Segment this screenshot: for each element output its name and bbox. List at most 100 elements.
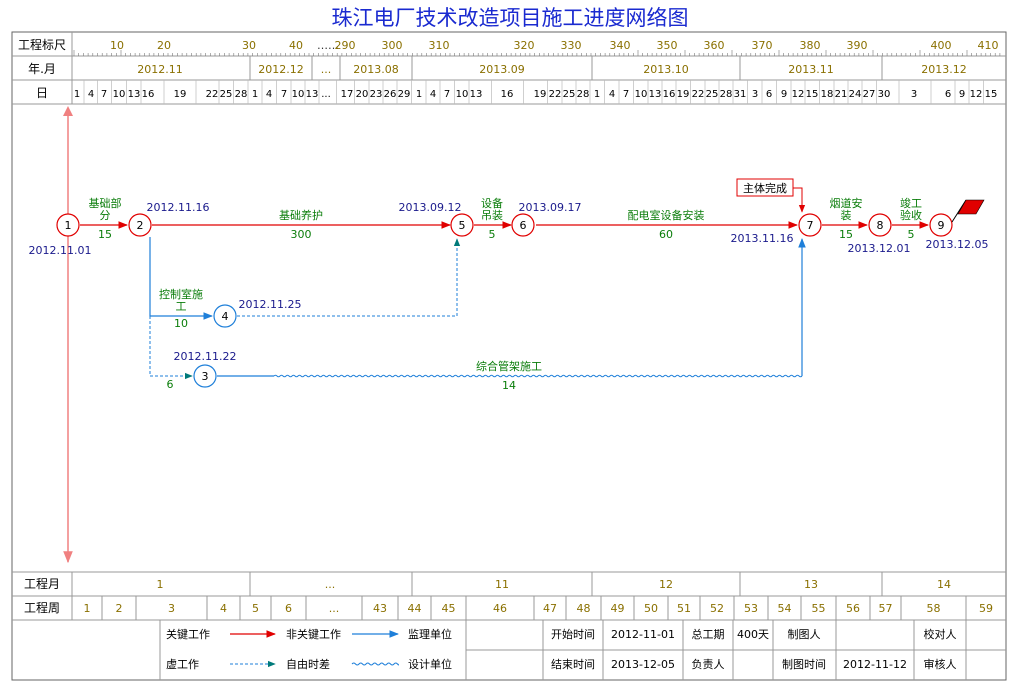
week-label: 59 [979,602,993,615]
day-label: 15 [806,89,819,100]
day-label: 7 [623,89,629,100]
footer-month: 13 [804,578,818,591]
date-label: 2012.11.22 [174,350,237,363]
svg-text:9: 9 [938,219,945,232]
month-label: 2013.12 [921,63,967,76]
day-label: ... [321,89,331,100]
node-3[interactable]: 3 [193,364,217,388]
legend-noncritical-label: 非关键工作 [286,627,341,641]
activity-duration: 60 [659,228,673,241]
week-label: 47 [543,602,557,615]
month-label: 2013.10 [643,63,689,76]
scale-tick-label: 10 [110,39,124,52]
day-label: 26 [384,89,397,100]
scale-tick-label: 380 [800,39,821,52]
week-label: 50 [644,602,658,615]
week-label: 1 [84,602,91,615]
scale-tick-label: 20 [157,39,171,52]
week-label: 4 [220,602,227,615]
node-7[interactable]: 7 [798,213,822,237]
date-label: 2012.11.16 [147,201,210,214]
drawer-label: 制图人 [788,628,821,641]
day-label: 10 [456,89,469,100]
activity-name: 吊装 [481,209,503,222]
svg-text:6: 6 [520,219,527,232]
day-label: 7 [281,89,287,100]
node-9[interactable]: 9 [929,213,953,237]
day-label: 4 [609,89,615,100]
day-label: 16 [663,89,676,100]
day-label: 12 [792,89,805,100]
day-label: 22 [549,89,562,100]
day-label: 4 [88,89,94,100]
legend-designer-label: 设计单位 [408,657,452,671]
day-label: 6 [766,89,772,100]
activity-name: 基础部 [89,196,122,210]
node-4[interactable]: 4 [213,304,237,328]
reviewer-label: 审核人 [924,657,957,671]
activity-name: 工 [176,300,187,313]
date-label: 2013.09.17 [519,201,582,214]
date-label: 2013.11.16 [731,232,794,245]
day-label: 25 [563,89,576,100]
month-label: 2013.11 [788,63,834,76]
scale-tick-label: 340 [610,39,631,52]
svg-text:4: 4 [222,310,229,323]
week-label: 51 [677,602,691,615]
checker-label: 校对人 [924,627,957,641]
scale-tick-label: 320 [514,39,535,52]
week-label: 58 [927,602,941,615]
scale-tick-label: 360 [704,39,725,52]
date-label: 2013.12.05 [926,238,989,251]
scale-tick-label: 370 [752,39,773,52]
week-label: ... [329,602,340,615]
day-label: 17 [341,89,354,100]
day-label: 28 [235,89,248,100]
node-1[interactable]: 1 [56,213,80,237]
day-label: 13 [128,89,141,100]
end-time-label: 结束时间 [551,658,595,671]
node-6[interactable]: 6 [511,213,535,237]
week-label: 44 [408,602,422,615]
activity-name: 设备 [481,196,503,210]
month-label: 2013.08 [353,63,399,76]
week-label: 5 [252,602,259,615]
node-8[interactable]: 8 [868,213,892,237]
draw-time-value: 2012-11-12 [843,658,907,671]
week-label: 55 [812,602,826,615]
date-labels: 2012.11.01 2012.11.16 2013.09.12 2013.09… [29,201,989,363]
day-label: 3 [911,89,917,100]
activity-duration: 15 [839,228,853,241]
svg-text:1: 1 [65,219,72,232]
day-label: 6 [945,89,951,100]
activity-name: 控制室施 [159,287,203,301]
week-label: 49 [611,602,625,615]
scale-row-label: 工程标尺 [18,37,66,52]
day-label: 1 [416,89,422,100]
activity-name: 基础养护 [279,208,323,222]
activity-duration: 5 [908,228,915,241]
activity-labels: 基础部分15基础养护300设备吊装5配电室设备安装60烟道安装15竣工验收5控制… [89,196,923,392]
milestone-box: 主体完成 [736,178,806,213]
day-label: 13 [306,89,319,100]
footer-month: 1 [157,578,164,591]
node-5[interactable]: 5 [450,213,474,237]
date-label: 2013.12.01 [848,242,911,255]
day-label: 15 [985,89,998,100]
day-label: 1 [252,89,258,100]
date-label: 2012.11.01 [29,244,92,257]
day-label: 10 [292,89,305,100]
svg-text:主体完成: 主体完成 [743,181,787,195]
day-label: 19 [174,89,187,100]
activity-duration: 15 [98,228,112,241]
scale-tick-label: 310 [429,39,450,52]
week-label: 57 [879,602,893,615]
footer-week-label: 工程周 [24,600,60,615]
day-label: 1 [74,89,80,100]
activity-duration: 10 [174,317,188,330]
day-label: 23 [370,89,383,100]
day-label: 16 [142,89,155,100]
node-2[interactable]: 2 [128,213,152,237]
